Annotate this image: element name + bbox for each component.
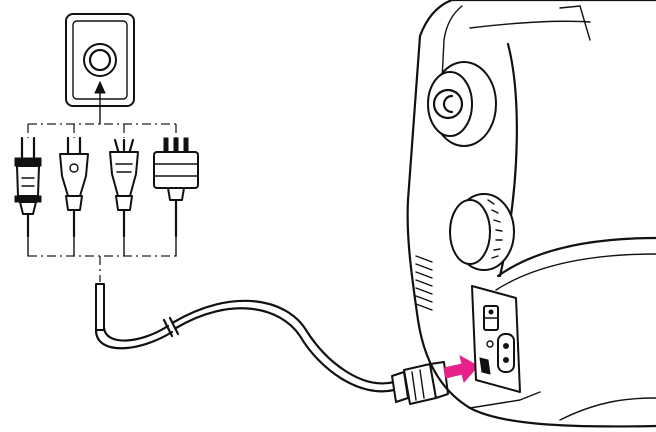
vent-slots xyxy=(415,255,433,311)
cord-connector-icon xyxy=(391,361,449,405)
wall-outlet-icon xyxy=(65,13,135,107)
plug-bracket-top xyxy=(27,80,177,138)
us-plug-icon xyxy=(14,136,42,238)
insert-arrow-icon xyxy=(443,355,479,384)
eu-plug-icon xyxy=(59,136,89,238)
au-plug-icon xyxy=(109,138,139,238)
plug-bracket-bottom xyxy=(27,235,177,282)
sewing-machine-icon xyxy=(406,0,656,428)
power-panel xyxy=(471,285,521,393)
arrow-up-icon xyxy=(94,80,106,94)
power-cord xyxy=(94,283,396,393)
power-socket-icon xyxy=(497,333,515,373)
uk-plug-icon xyxy=(153,137,199,238)
